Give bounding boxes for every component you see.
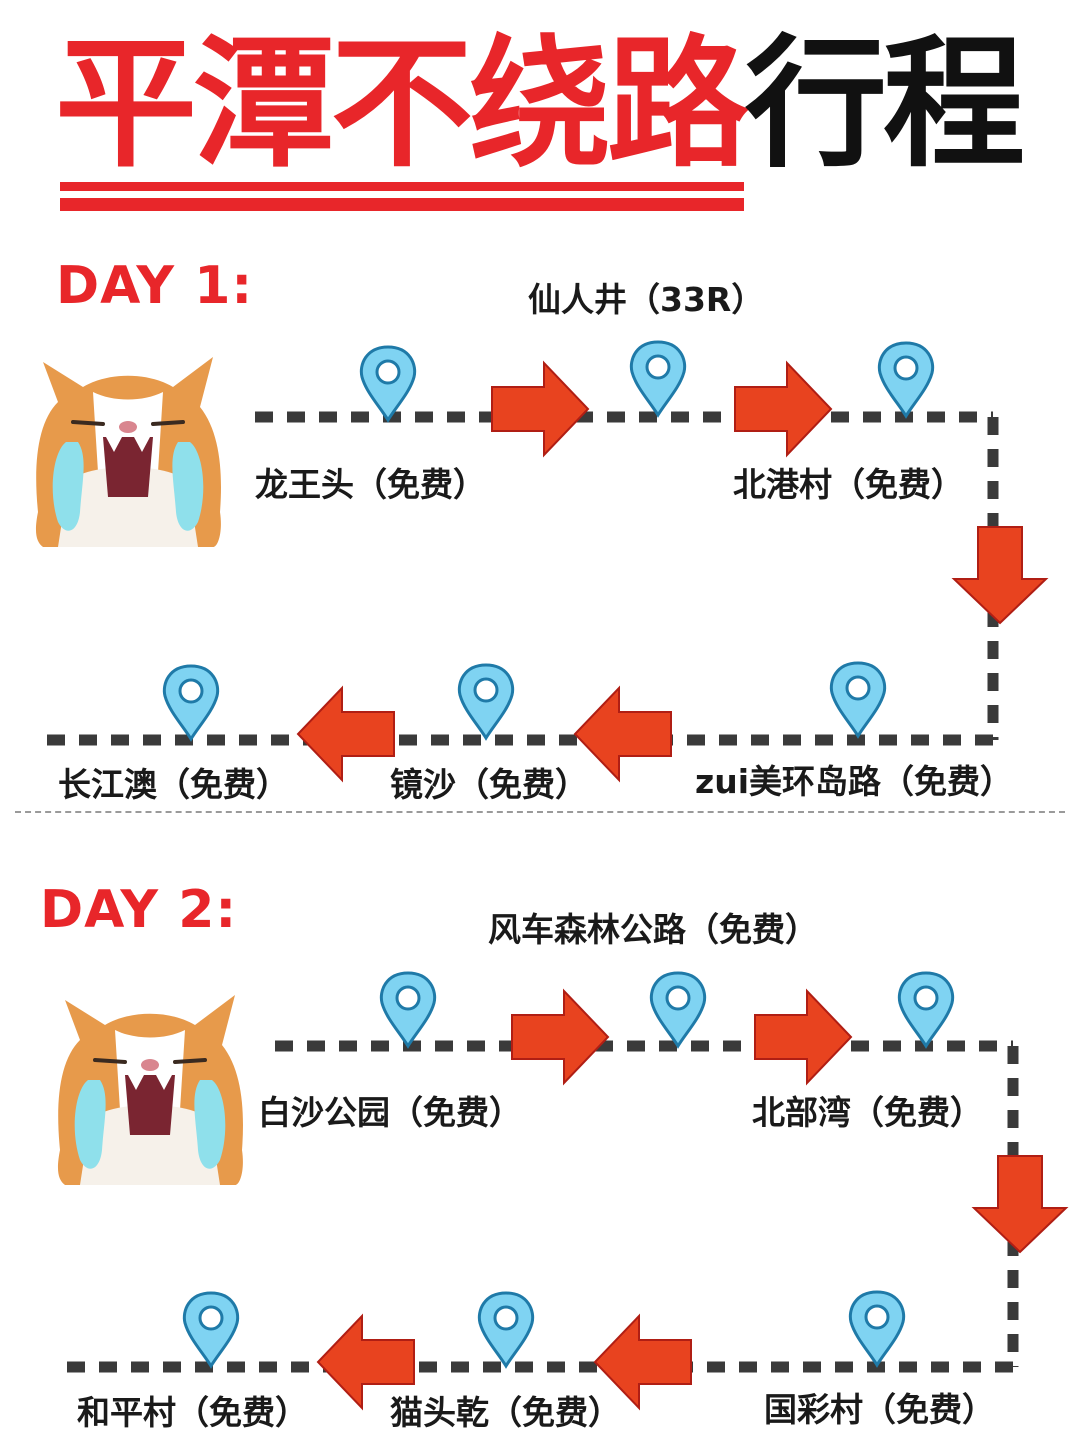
pin-icon-longwangtou	[359, 345, 417, 422]
arrow-icon-day2-1	[511, 990, 609, 1084]
pin-icon-huandaolu	[829, 661, 887, 738]
stop-label-guocaicun: 国彩村（免费）	[764, 1390, 995, 1429]
arrow-icon-day1-2	[734, 362, 832, 456]
stop-label-baishagongyuan: 白沙公园（免费）	[258, 1093, 522, 1132]
day-separator	[15, 811, 1065, 813]
stop-label-jingsha: 镜沙（免费）	[390, 765, 588, 804]
stop-label-longwangtou: 龙王头（免费）	[255, 465, 486, 504]
pin-icon-jingsha	[457, 663, 515, 740]
title-red-part: 平潭不绕路	[55, 22, 749, 187]
stop-label-beibuwan: 北部湾（免费）	[752, 1093, 983, 1132]
day2-crying-cat-sticker	[55, 993, 245, 1187]
pin-icon-xianrenjing	[629, 340, 687, 417]
pin-icon-fengche	[649, 971, 707, 1048]
pin-icon-baishagongyuan	[379, 971, 437, 1048]
arrow-icon-day1-5	[297, 687, 395, 781]
arrow-icon-day2-2	[754, 990, 852, 1084]
stop-label-xianrenjing: 仙人井（33R）	[528, 280, 765, 319]
arrow-icon-day1-3	[953, 526, 1047, 624]
pin-icon-guocaicun	[848, 1290, 906, 1367]
pin-icon-hepingcun	[182, 1291, 240, 1368]
pin-icon-beigangcun	[877, 341, 935, 418]
pin-icon-maotougan	[477, 1291, 535, 1368]
day1-heading: DAY 1:	[56, 256, 254, 316]
title-black-part: 行程	[745, 22, 1025, 187]
title-underline-thin	[60, 198, 744, 211]
arrow-icon-day1-4	[574, 687, 672, 781]
stop-label-beigangcun: 北港村（免费）	[733, 465, 964, 504]
title-underline-thick	[60, 182, 744, 191]
day2-heading: DAY 2:	[40, 880, 238, 940]
stop-label-maotougan: 猫头乾（免费）	[390, 1393, 621, 1432]
arrow-icon-day2-3	[973, 1155, 1067, 1253]
arrow-icon-day1-1	[491, 362, 589, 456]
stop-label-huandaolu: zui美环岛路（免费）	[695, 762, 1014, 801]
stop-label-changjiangao: 长江澳（免费）	[58, 765, 289, 804]
pin-icon-beibuwan	[897, 971, 955, 1048]
day1-crying-cat-sticker	[33, 355, 223, 549]
page-title: 平潭不绕路行程	[55, 30, 1025, 180]
stop-label-hepingcun: 和平村（免费）	[77, 1393, 308, 1432]
pin-icon-changjiangao	[162, 664, 220, 741]
stop-label-fengche: 风车森林公路（免费）	[488, 910, 818, 949]
